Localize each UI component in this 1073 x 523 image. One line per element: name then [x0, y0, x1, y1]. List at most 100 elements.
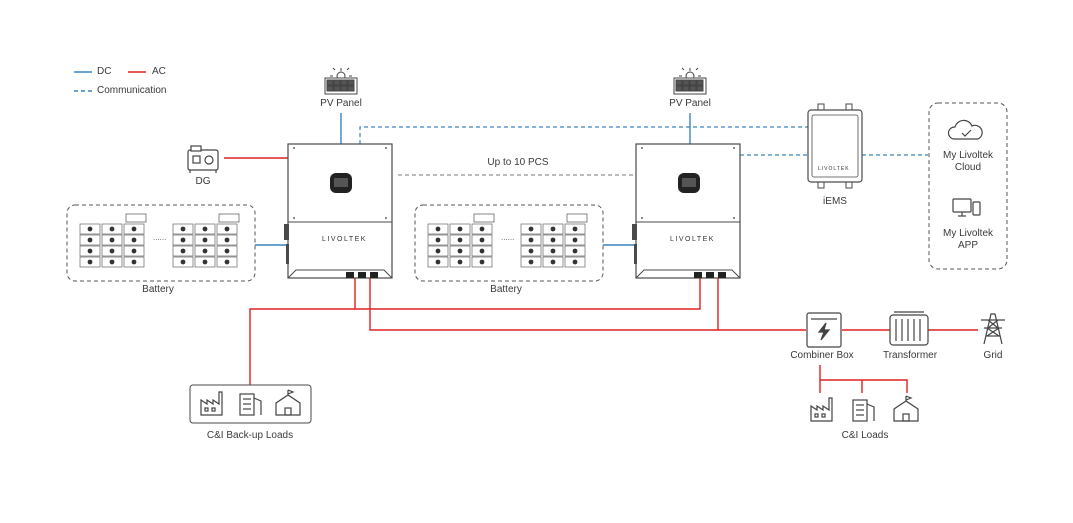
inverter-left — [284, 143, 393, 279]
battery-module-indicator — [479, 259, 485, 265]
battery-right-dots: ...... — [501, 233, 515, 242]
inverter-right-brand: LIVOLTEK — [670, 236, 715, 243]
battery-module-indicator — [479, 248, 485, 254]
ci-loads-label: C&I Loads — [841, 430, 889, 441]
battery-module-indicator — [435, 259, 441, 265]
battery-group-right — [414, 204, 604, 282]
cloud-check-icon — [947, 119, 983, 140]
transformer-label: Transformer — [882, 350, 938, 361]
dg-label: DG — [195, 176, 211, 187]
legend-communication-label: Communication — [97, 85, 167, 96]
battery-module-indicator — [202, 226, 208, 232]
battery-module-indicator — [109, 259, 115, 265]
grid-label: Grid — [983, 350, 1003, 361]
battery-module-indicator — [479, 237, 485, 243]
battery-module-indicator — [550, 237, 556, 243]
battery-module-indicator — [180, 237, 186, 243]
lightning-icon — [817, 322, 831, 341]
solar-panel-icon — [324, 67, 358, 95]
battery-module-indicator — [572, 226, 578, 232]
battery-module-indicator — [528, 226, 534, 232]
ac-line-backup-drop — [249, 308, 355, 385]
battery-module-indicator — [550, 226, 556, 232]
battery-module-indicator — [224, 248, 230, 254]
school-icon — [893, 395, 919, 422]
battery-module-indicator — [202, 237, 208, 243]
battery-module-indicator — [528, 248, 534, 254]
devices-icon — [952, 198, 981, 217]
battery-left-label: Battery — [142, 284, 174, 295]
battery-module-indicator — [109, 226, 115, 232]
battery-module-indicator — [180, 259, 186, 265]
inverter-left-brand: LIVOLTEK — [322, 236, 367, 243]
transmission-tower-icon — [981, 313, 1005, 345]
battery-module-indicator — [131, 226, 137, 232]
battery-right-label: Battery — [490, 284, 522, 295]
cloud-app-group — [928, 102, 1008, 270]
battery-module-indicator — [435, 226, 441, 232]
transformer-icon — [889, 311, 929, 346]
battery-module-indicator — [180, 248, 186, 254]
pv-panel-right-label: PV Panel — [669, 98, 711, 109]
battery-module-indicator — [528, 259, 534, 265]
pv-panel-left-label: PV Panel — [320, 98, 362, 109]
cloud-label: My Livoltek Cloud — [942, 150, 993, 173]
factory-icon — [810, 397, 833, 422]
iems-brand: LIVOLTEK — [818, 166, 850, 172]
battery-module-indicator — [87, 248, 93, 254]
app-label: My Livoltek APP — [942, 228, 993, 251]
battery-module-indicator — [572, 259, 578, 265]
inverter-right — [632, 143, 741, 279]
battery-module-indicator — [202, 259, 208, 265]
legend-ac-label: AC — [152, 66, 166, 77]
battery-module-indicator — [550, 259, 556, 265]
battery-rack-header — [218, 213, 240, 223]
factory-icon — [200, 391, 223, 416]
battery-module-indicator — [457, 259, 463, 265]
battery-module-indicator — [224, 259, 230, 265]
battery-module-indicator — [457, 226, 463, 232]
battery-module-indicator — [87, 226, 93, 232]
iems-device — [807, 103, 863, 189]
battery-module-indicator — [180, 226, 186, 232]
battery-racks-left — [79, 213, 240, 268]
battery-module-indicator — [109, 237, 115, 243]
comm-line-inverter-left — [359, 126, 808, 144]
battery-module-indicator — [572, 237, 578, 243]
battery-left-dots: ...... — [153, 233, 167, 242]
iems-label: iEMS — [823, 196, 847, 207]
battery-module-indicator — [87, 237, 93, 243]
battery-module-indicator — [572, 248, 578, 254]
battery-module-indicator — [457, 237, 463, 243]
battery-module-indicator — [131, 237, 137, 243]
legend-dc-label: DC — [97, 66, 112, 77]
battery-module-indicator — [550, 248, 556, 254]
diesel-generator-icon — [187, 145, 219, 173]
building-icon — [852, 399, 875, 422]
ac-line-backup — [354, 278, 701, 310]
battery-rack-header — [473, 213, 495, 223]
battery-module-indicator — [131, 259, 137, 265]
battery-rack-header — [566, 213, 588, 223]
solar-panel-icon — [673, 67, 707, 95]
backup-loads-label: C&I Back-up Loads — [206, 430, 294, 441]
battery-module-indicator — [224, 226, 230, 232]
building-icon — [239, 393, 262, 416]
combiner-box — [806, 312, 842, 348]
battery-module-indicator — [109, 248, 115, 254]
battery-rack-header — [125, 213, 147, 223]
battery-module-indicator — [224, 237, 230, 243]
battery-group-left — [66, 204, 256, 282]
ac-line-combiner-loads — [819, 365, 908, 393]
pcs-count-label: Up to 10 PCS — [487, 157, 549, 168]
battery-module-indicator — [87, 259, 93, 265]
battery-racks-right — [427, 213, 588, 268]
battery-module-indicator — [479, 226, 485, 232]
battery-module-indicator — [131, 248, 137, 254]
battery-module-indicator — [457, 248, 463, 254]
battery-module-indicator — [435, 237, 441, 243]
battery-module-indicator — [435, 248, 441, 254]
school-icon — [275, 389, 301, 416]
battery-module-indicator — [202, 248, 208, 254]
legend — [74, 71, 146, 92]
